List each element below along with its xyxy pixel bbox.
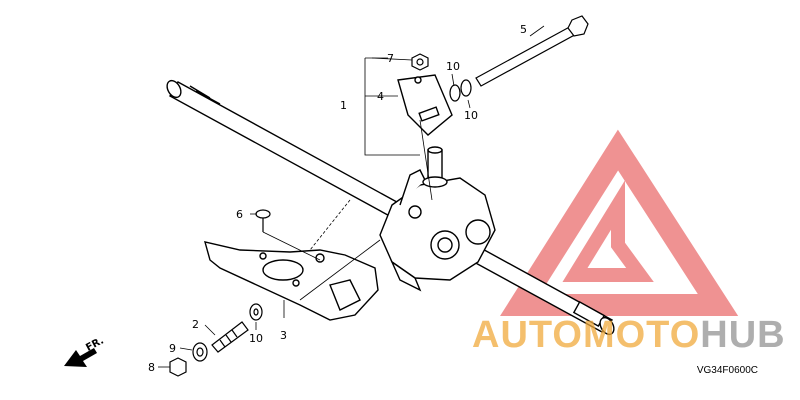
watermark-text-auto: AUTO <box>472 314 583 356</box>
figure-code: VG34F0600C <box>696 365 758 376</box>
watermark-text-moto: MOTO <box>582 314 701 356</box>
nut-7 <box>411 53 429 71</box>
leader-lines <box>158 25 545 368</box>
watermark-text: AUTOMOTOHUB <box>472 314 786 357</box>
callout-2: 2 <box>192 318 199 331</box>
callout-8: 8 <box>148 361 155 374</box>
washer-10-lower <box>249 303 263 321</box>
washer-10-top <box>449 79 472 102</box>
spring-2 <box>211 321 249 353</box>
callout-7: 7 <box>387 52 394 65</box>
callout-3: 3 <box>280 329 287 342</box>
watermark-text-hub: HUB <box>700 314 786 356</box>
mounting-bracket <box>204 241 379 321</box>
washer-9 <box>192 342 208 362</box>
upper-bracket <box>397 74 453 136</box>
callout-10-top-left: 10 <box>446 60 460 73</box>
callout-6: 6 <box>236 208 243 221</box>
callout-4: 4 <box>377 90 384 103</box>
bolt-5 <box>475 15 589 87</box>
transmission-gearbox <box>379 146 496 292</box>
callout-10-lower: 10 <box>249 332 263 345</box>
front-direction-arrow-icon <box>64 348 97 367</box>
nut-8 <box>169 357 187 377</box>
callout-9: 9 <box>169 342 176 355</box>
screw-6 <box>255 209 271 232</box>
watermark-logo <box>500 129 739 316</box>
callout-5: 5 <box>520 23 527 36</box>
callout-10-top-right: 10 <box>464 109 478 122</box>
callout-1: 1 <box>340 99 347 112</box>
